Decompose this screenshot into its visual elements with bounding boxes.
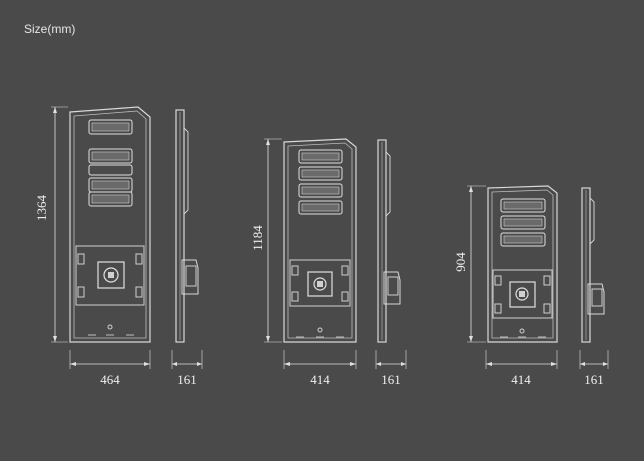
lamp-small-side-view xyxy=(581,187,605,343)
lamp-medium-front-outline xyxy=(283,138,357,343)
size-unit-title: Size(mm) xyxy=(24,22,76,36)
lamp-small-led-modules xyxy=(500,198,546,247)
lamp-large-mount-plate xyxy=(75,245,145,306)
dimension-depth-medium: 161 xyxy=(375,350,407,387)
led-module xyxy=(298,166,343,181)
lamp-small: 904 414 161 xyxy=(453,185,609,387)
lamp-large-front-outline xyxy=(69,106,151,343)
depth-label-medium: 161 xyxy=(381,372,401,387)
dimension-width-small: 414 xyxy=(485,350,558,387)
lamp-medium-side-view xyxy=(377,139,401,343)
dimension-height-medium: 1184 xyxy=(250,138,282,343)
led-module xyxy=(88,164,133,176)
dimension-depth-large: 161 xyxy=(171,350,203,387)
height-label-medium: 1184 xyxy=(250,225,265,251)
depth-label-large: 161 xyxy=(177,372,197,387)
lamp-large: 1364 464 161 xyxy=(34,106,203,387)
height-label-small: 904 xyxy=(453,252,468,272)
width-label-medium: 414 xyxy=(310,372,330,387)
led-module xyxy=(88,191,133,207)
dimension-height-small: 904 xyxy=(453,185,486,343)
led-module xyxy=(500,215,546,230)
dimension-width-medium: 414 xyxy=(283,350,357,387)
sensor-icon xyxy=(317,327,323,333)
dimension-width-large: 464 xyxy=(69,350,151,387)
led-module xyxy=(88,119,133,135)
lamp-small-front-outline xyxy=(487,185,558,343)
led-module xyxy=(298,149,343,164)
depth-label-small: 161 xyxy=(584,372,604,387)
lamp-small-mount-plate xyxy=(492,269,553,319)
led-module xyxy=(298,183,343,198)
lamp-medium: 1184 414 161 xyxy=(250,138,407,387)
dimension-depth-small: 161 xyxy=(579,350,609,387)
lamp-medium-mount-plate xyxy=(289,259,351,307)
lamp-large-side-view xyxy=(175,109,199,343)
lamp-large-led-modules xyxy=(88,119,133,207)
sensor-icon xyxy=(519,328,525,334)
led-module xyxy=(500,198,546,213)
led-module xyxy=(500,232,546,247)
dimension-height-large: 1364 xyxy=(34,106,68,343)
led-module xyxy=(88,148,133,164)
height-label-large: 1364 xyxy=(34,195,49,222)
lamp-medium-led-modules xyxy=(298,149,343,215)
width-label-large: 464 xyxy=(100,372,120,387)
led-module xyxy=(298,200,343,215)
sensor-icon xyxy=(107,324,113,330)
width-label-small: 414 xyxy=(511,372,531,387)
